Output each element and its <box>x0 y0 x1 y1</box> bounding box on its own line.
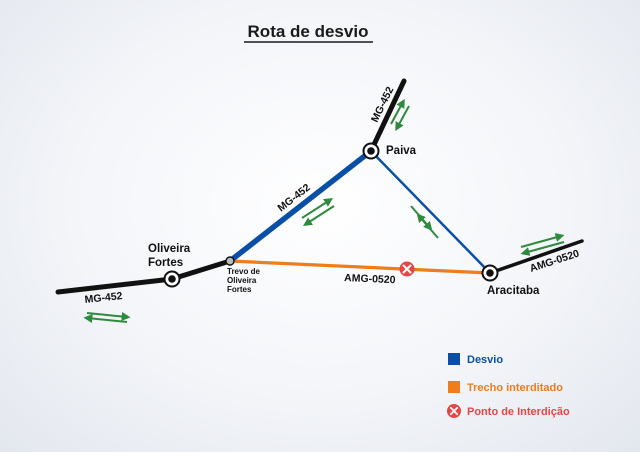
detour-paiva-aracitaba <box>370 150 491 274</box>
arrow-sw-diagonal <box>302 205 335 226</box>
arrow-e-west <box>86 311 131 321</box>
highway-mg452-north <box>368 78 407 154</box>
node-oliveira-fortes-icon <box>163 270 181 288</box>
label-mg452-west: MG-452 <box>84 290 123 306</box>
legend-detour-label: Desvio <box>467 354 503 366</box>
highway-mg452-oliveira-trevo <box>169 258 233 282</box>
legend-point-label: Ponto de Interdição <box>467 406 570 418</box>
label-trevo-line3: Fortes <box>227 285 252 294</box>
arrow-w-west <box>83 314 128 324</box>
label-amg0520-middle: AMG-0520 <box>344 272 396 286</box>
arrow-ne-diagonal <box>301 198 334 219</box>
legend-interdiction-icon <box>447 404 461 418</box>
label-paiva: Paiva <box>386 145 417 157</box>
label-trevo-line2: Oliveira <box>227 276 257 285</box>
detour-mg452 <box>228 148 373 264</box>
legend: Desvio Trecho interditado Ponto de Inter… <box>447 353 570 418</box>
arrow-down-north <box>395 105 410 132</box>
arrow-nw-detour <box>416 213 439 239</box>
map-title: Rota de desvio <box>248 22 369 41</box>
node-trevo-icon <box>225 256 235 266</box>
legend-closed-label: Trecho interditado <box>467 382 563 394</box>
label-oliveira-line1: Oliveira <box>148 243 191 255</box>
two-way-arrows-icon <box>83 98 565 324</box>
node-paiva-icon <box>362 142 380 160</box>
highway-mg452-west <box>55 276 175 295</box>
legend-closed-swatch <box>448 381 460 393</box>
highway-amg0520-east <box>488 239 584 275</box>
label-trevo-line1: Trevo de <box>227 267 260 276</box>
label-oliveira-line2: Fortes <box>148 257 183 269</box>
closed-section-amg0520 <box>229 259 491 275</box>
arrow-up-north <box>390 98 405 125</box>
interdiction-point-icon <box>399 261 415 277</box>
label-aracitaba: Aracitaba <box>487 285 540 297</box>
node-aracitaba-icon <box>481 264 499 282</box>
arrow-sw-east <box>520 241 565 256</box>
arrow-ne-east <box>520 233 565 248</box>
legend-detour-swatch <box>448 353 460 365</box>
